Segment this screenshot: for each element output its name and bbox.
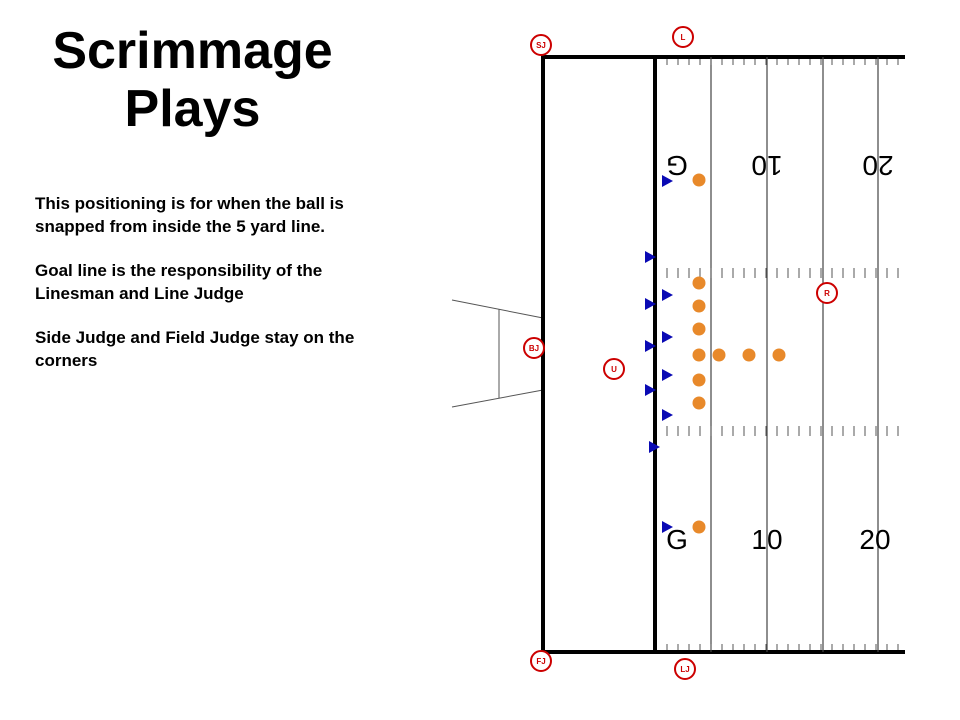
defense-player bbox=[649, 441, 660, 453]
defense-player bbox=[645, 251, 656, 263]
offense-player bbox=[772, 348, 786, 362]
official-line-judge: LJ bbox=[674, 658, 696, 680]
svg-text:BJ: BJ bbox=[529, 344, 539, 353]
defense-player bbox=[662, 289, 673, 301]
title-line-1: Scrimmage bbox=[52, 22, 333, 80]
offense-player bbox=[692, 520, 706, 534]
svg-text:SJ: SJ bbox=[536, 41, 546, 50]
official-linesman: L bbox=[672, 26, 694, 48]
defense-players bbox=[645, 175, 673, 533]
svg-text:U: U bbox=[611, 365, 617, 374]
hash-marks bbox=[666, 59, 899, 650]
offense-player bbox=[712, 348, 726, 362]
yard-numbers-bottom: G 10 20 bbox=[666, 524, 890, 555]
yard-numbers-top: G 10 20 bbox=[666, 150, 893, 181]
defense-player bbox=[662, 331, 673, 343]
yard-number-bottom-20: 20 bbox=[859, 524, 890, 555]
official-umpire: U bbox=[603, 358, 625, 380]
offense-player bbox=[692, 299, 706, 313]
defense-player bbox=[645, 384, 656, 396]
yard-number-top-10: 10 bbox=[751, 150, 782, 181]
defense-player bbox=[662, 409, 673, 421]
defense-player bbox=[662, 175, 673, 187]
offense-player bbox=[692, 373, 706, 387]
official-field-judge: FJ bbox=[530, 650, 552, 672]
defense-player bbox=[662, 369, 673, 381]
offense-player bbox=[742, 348, 756, 362]
offense-player bbox=[692, 322, 706, 336]
defense-player bbox=[662, 521, 673, 533]
yard-number-top-20: 20 bbox=[862, 150, 893, 181]
yard-number-bottom-g: G bbox=[666, 524, 688, 555]
field-lines bbox=[541, 55, 905, 654]
defense-player bbox=[645, 298, 656, 310]
officials: SJ L R BJ U FJ LJ bbox=[523, 26, 838, 680]
offense-player bbox=[692, 348, 706, 362]
offense-player bbox=[692, 276, 706, 290]
official-referee: R bbox=[816, 282, 838, 304]
offense-player bbox=[692, 396, 706, 410]
yard-number-bottom-10: 10 bbox=[751, 524, 782, 555]
offense-player bbox=[692, 173, 706, 187]
yard-number-top-g: G bbox=[666, 150, 688, 181]
offense-players bbox=[692, 173, 786, 534]
bullet-2: Goal line is the responsibility of the L… bbox=[35, 261, 323, 303]
bullet-3: Side Judge and Field Judge stay on the c… bbox=[35, 328, 355, 370]
defense-player bbox=[645, 340, 656, 352]
official-back-judge: BJ bbox=[523, 337, 545, 359]
bullet-1: This positioning is for when the ball is… bbox=[35, 194, 344, 236]
slide-title: Scrimmage Plays bbox=[20, 22, 365, 138]
svg-text:R: R bbox=[824, 289, 830, 298]
title-line-2: Plays bbox=[124, 80, 261, 138]
goal-post bbox=[451, 299, 544, 408]
bullet-list: This positioning is for when the ball is… bbox=[35, 192, 365, 393]
official-side-judge: SJ bbox=[530, 34, 552, 56]
svg-text:FJ: FJ bbox=[536, 657, 545, 666]
svg-text:L: L bbox=[681, 33, 686, 42]
svg-text:LJ: LJ bbox=[680, 665, 689, 674]
